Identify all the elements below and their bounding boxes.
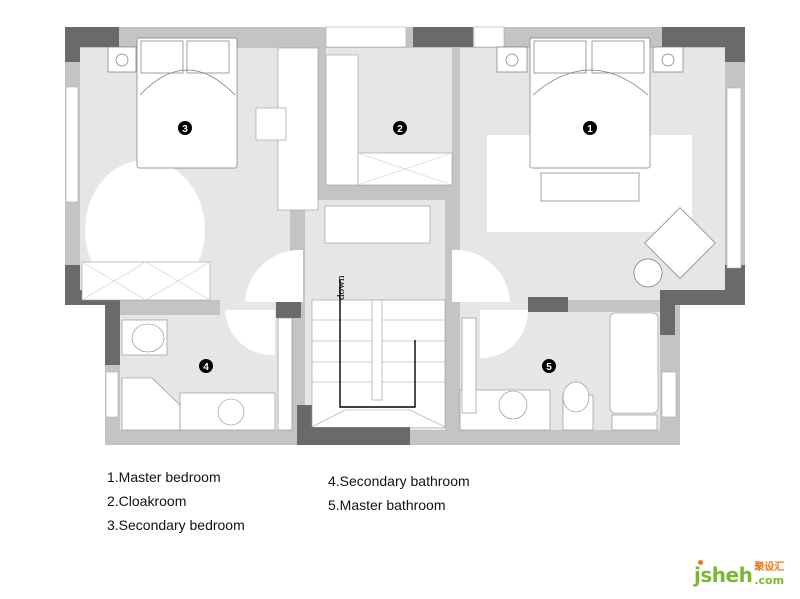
marker-1: 1	[583, 121, 597, 135]
logo-text: jsheh	[694, 563, 753, 587]
bathroom-fixtures	[121, 312, 659, 431]
legend-item: 3.Secondary bedroom	[107, 517, 245, 533]
marker-3: 3	[178, 121, 192, 135]
legend-column-2: 4.Secondary bathroom 5.Master bathroom	[328, 469, 470, 517]
marker-4: 4	[199, 359, 213, 373]
legend-item: 5.Master bathroom	[328, 497, 446, 513]
svg-text:4: 4	[203, 362, 209, 373]
logo-side: 聚设汇 .com	[754, 562, 784, 587]
beds	[107, 37, 716, 288]
svg-text:3: 3	[182, 124, 188, 135]
marker-5: 5	[542, 359, 556, 373]
legend-item: 1.Master bedroom	[107, 469, 221, 485]
legend-item: 4.Secondary bathroom	[328, 473, 470, 489]
logo-main: jsheh	[694, 560, 753, 587]
watermark-logo: jsheh 聚设汇 .com	[694, 560, 784, 587]
stair-down-label: down	[335, 275, 347, 300]
logo-dot	[698, 560, 703, 565]
svg-text:1: 1	[587, 124, 593, 135]
svg-text:2: 2	[397, 124, 403, 135]
cabinets	[81, 47, 453, 301]
svg-text:5: 5	[546, 362, 552, 373]
logo-cn: 聚设汇	[754, 562, 785, 573]
staircase	[311, 280, 446, 428]
room-markers: 1 2 3 4 5	[178, 121, 597, 373]
door-swings	[225, 249, 529, 359]
marker-2: 2	[393, 121, 407, 135]
legend-column-1: 1.Master bedroom 2.Cloakroom 3.Secondary…	[107, 465, 245, 537]
windows	[65, 26, 742, 418]
logo-suffix: .com	[754, 574, 785, 587]
legend-item: 2.Cloakroom	[107, 493, 187, 509]
walls-dark	[65, 27, 745, 445]
